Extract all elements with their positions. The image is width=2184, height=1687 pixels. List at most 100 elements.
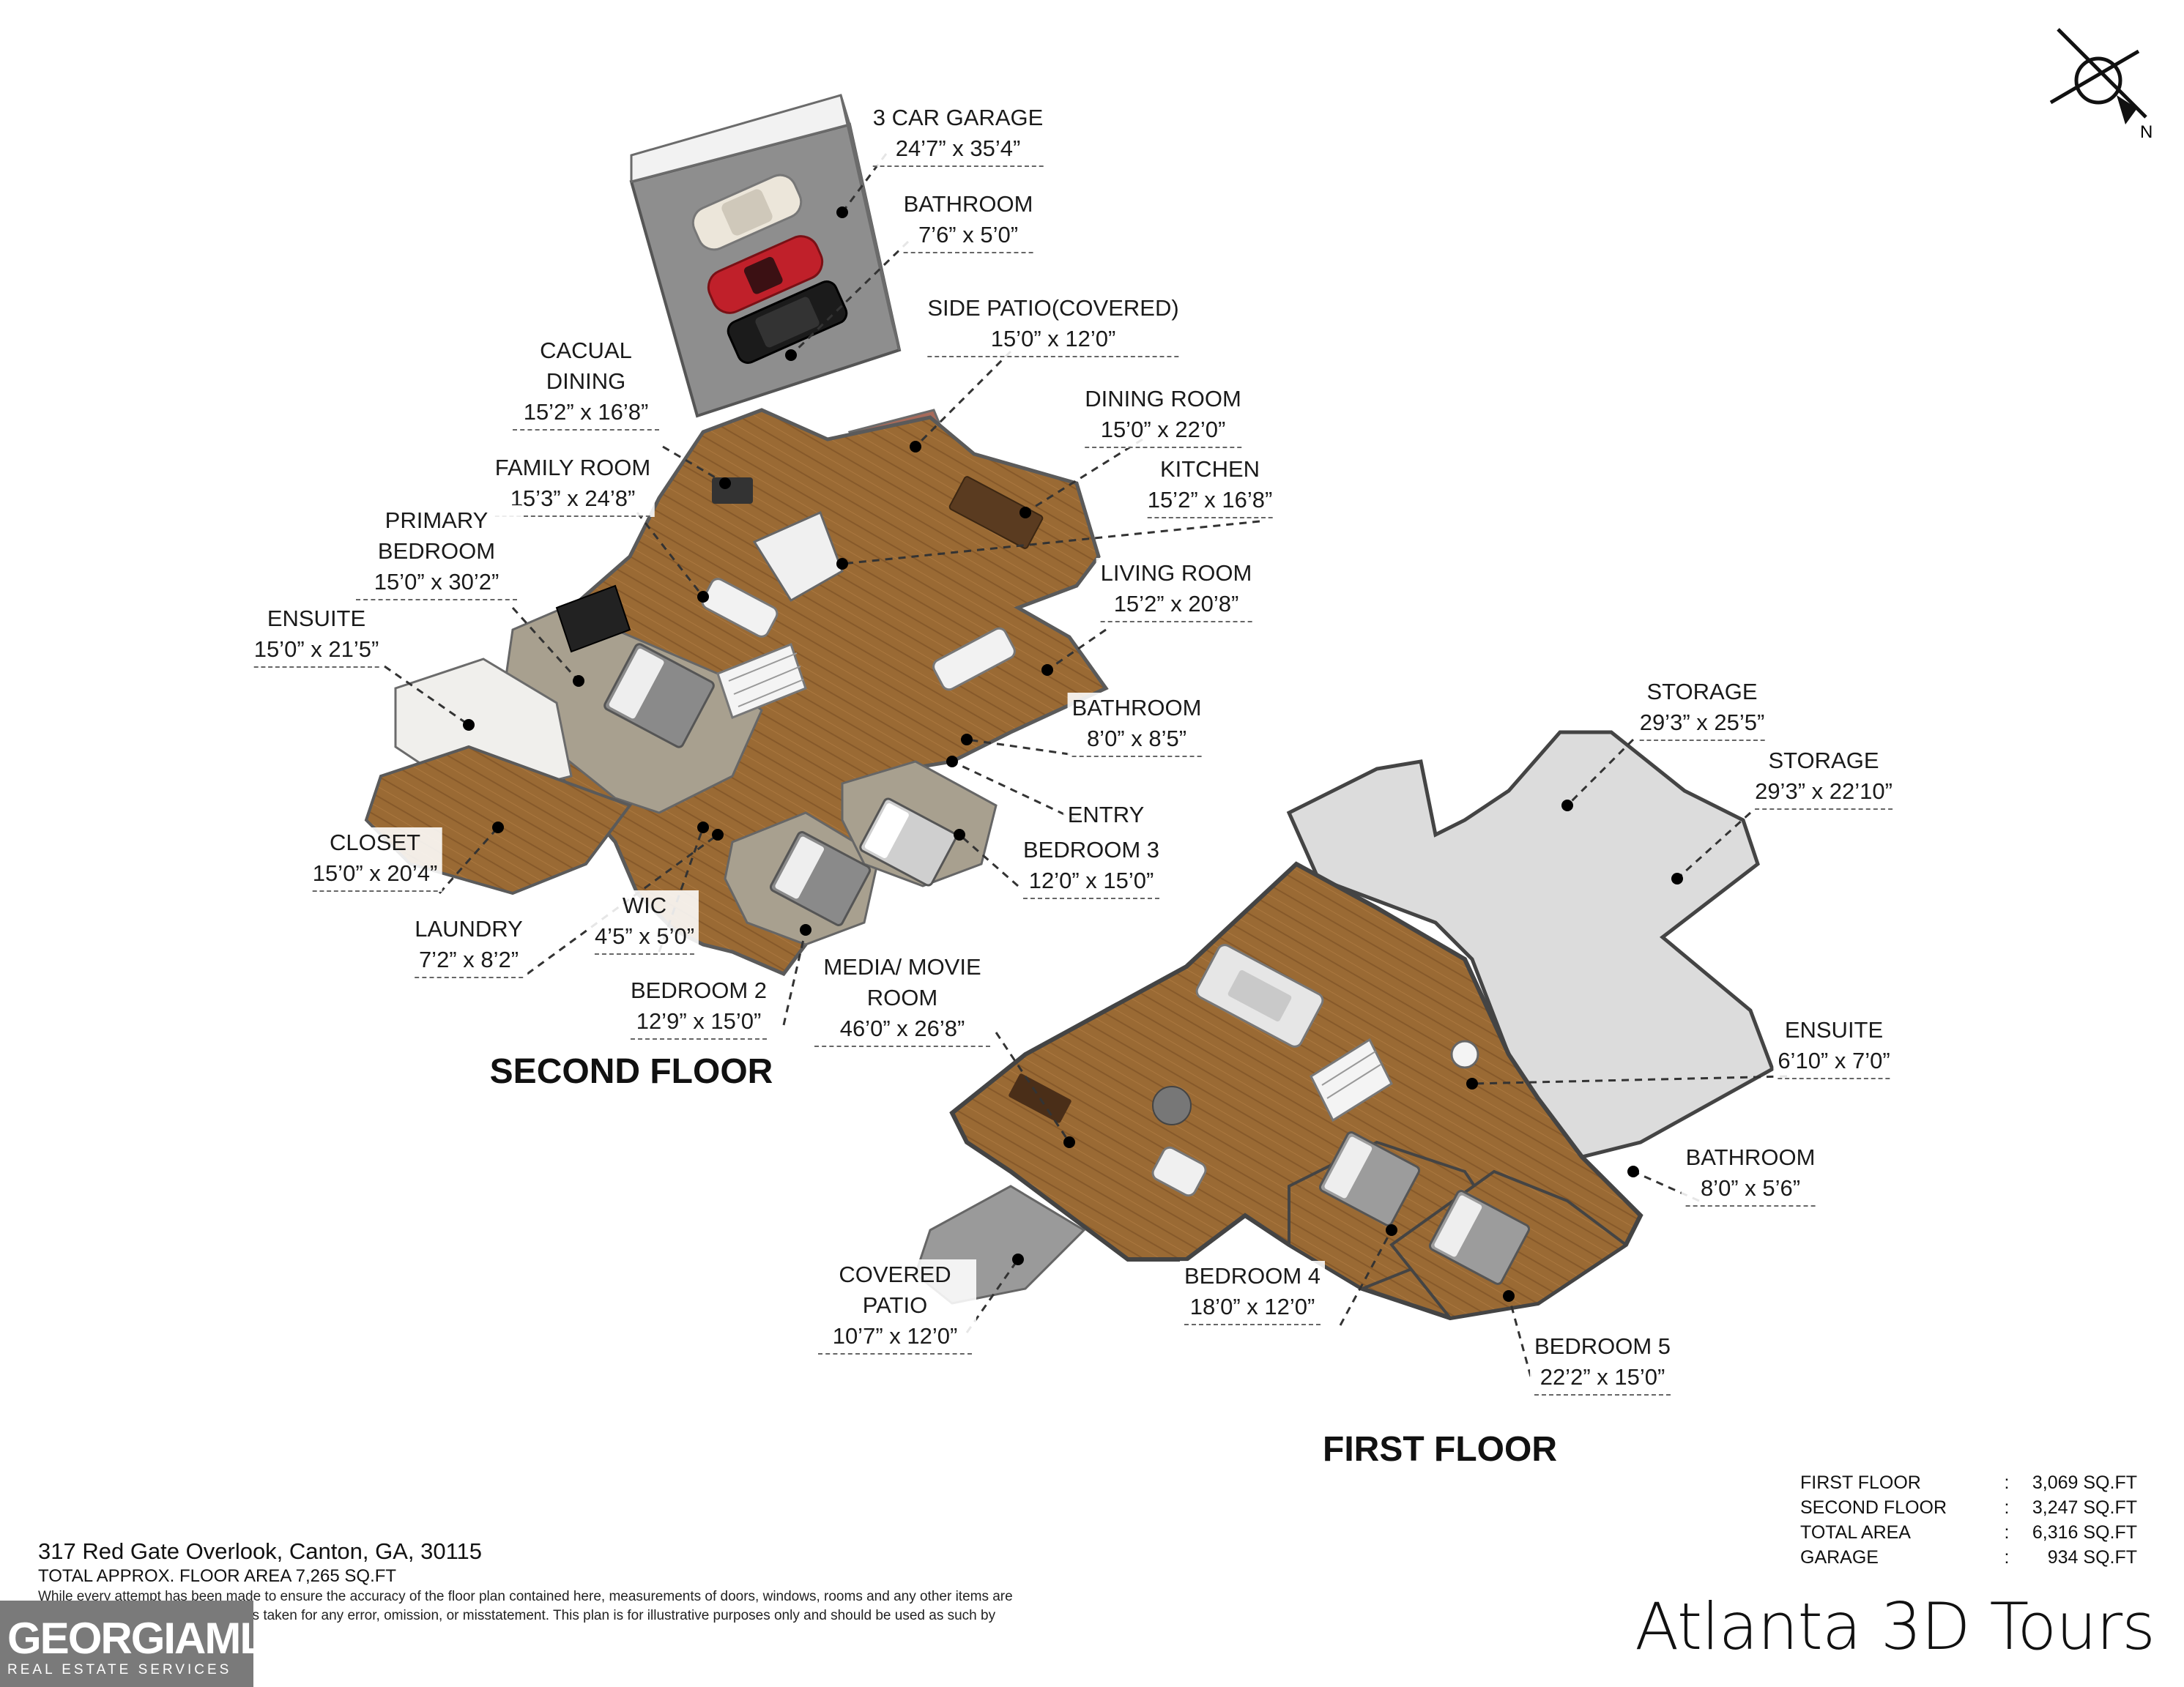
room-dims: 8’0” x 8’5”	[1071, 723, 1202, 757]
room-marker-dot-closet	[492, 822, 504, 833]
living-room-sofa-icon	[932, 627, 1016, 691]
room-name: PRIMARY BEDROOM	[377, 507, 496, 564]
leader-line-ensuite_up	[384, 665, 469, 726]
room-marker-dot-side_patio	[910, 441, 921, 453]
area-summary-row: TOTAL AREA: 6,316 SQ.FT	[1800, 1520, 2137, 1545]
room-dims: 15’2” x 16’8”	[1147, 485, 1273, 518]
leader-line-storage1	[1566, 738, 1635, 807]
room-name: CACUAL DINING	[540, 338, 632, 394]
room-dims: 18’0” x 12’0”	[1184, 1292, 1321, 1325]
room-marker-dot-laundry	[712, 829, 724, 841]
room-marker-dot-garage	[836, 206, 848, 218]
summary-label: GARAGE	[1800, 1547, 1879, 1568]
room-name: MEDIA/ MOVIE ROOM	[823, 954, 981, 1010]
room-name: BATHROOM	[1685, 1144, 1816, 1170]
room-dims: 24’7” x 35’4”	[872, 133, 1044, 167]
leader-line-dining_room	[1025, 438, 1143, 514]
room-marker-dot-covered_patio	[1012, 1254, 1024, 1265]
red-convertible-car-icon	[707, 235, 824, 314]
room-marker-dot-primary_bedroom	[573, 675, 584, 687]
leader-line-closet	[438, 827, 499, 894]
summary-label: FIRST FLOOR	[1800, 1472, 1921, 1493]
room-dims: 22’2” x 15’0”	[1534, 1362, 1671, 1396]
room-label-side-patio: SIDE PATIO(COVERED)15’0” x 12’0”	[923, 293, 1184, 357]
area-summary-table: FIRST FLOOR:3,069 SQ.FT SECOND FLOOR:3,2…	[1800, 1470, 2137, 1570]
stairs-icon	[716, 643, 807, 719]
first-floor-plan	[914, 730, 1775, 1321]
leader-line-side_patio	[914, 350, 1012, 448]
room-marker-dot-family_room	[697, 591, 709, 603]
room-dims: 15’2” x 20’8”	[1100, 589, 1252, 622]
summary-sep: :	[2004, 1522, 2010, 1543]
room-name: BEDROOM 5	[1534, 1333, 1671, 1359]
room-name: LAUNDRY	[415, 916, 523, 942]
room-dims: 7’2” x 8’2”	[415, 945, 523, 978]
white-suv-car-icon	[691, 174, 803, 251]
dining-table-icon	[948, 476, 1044, 549]
casual-dining-table-icon	[712, 477, 753, 504]
room-label-garage: 3 CAR GARAGE 24’7” x 35’4”	[868, 103, 1048, 167]
room-marker-dot-bedroom5	[1503, 1290, 1515, 1302]
room-name: STORAGE	[1646, 679, 1758, 704]
total-floor-area: TOTAL APPROX. FLOOR AREA 7,265 SQ.FT	[38, 1566, 397, 1586]
bedroom4-bed-icon	[1318, 1131, 1421, 1226]
room-name: BEDROOM 3	[1022, 837, 1160, 863]
room-dims: 4’5” x 5’0”	[594, 921, 695, 955]
room-label-living-room: LIVING ROOM 15’2” x 20’8”	[1096, 558, 1257, 622]
leader-line-bath_mid	[966, 738, 1070, 756]
room-dims: 10’7” x 12’0”	[818, 1321, 972, 1355]
room-dims: 12’0” x 15’0”	[1022, 865, 1160, 899]
room-label-entry: ENTRY	[1063, 800, 1149, 830]
kitchen-island	[752, 510, 844, 603]
game-table-icon	[1152, 1086, 1192, 1125]
second-floor-title: SECOND FLOOR	[489, 1052, 773, 1091]
summary-value: 6,316 SQ.FT	[2032, 1522, 2137, 1543]
compass-north-letter: N	[2140, 122, 2153, 139]
room-dims: 15’0” x 12’0”	[927, 324, 1179, 357]
room-dims: 15’0” x 21’5”	[253, 634, 379, 668]
room-name: FAMILY ROOM	[494, 455, 651, 480]
bedroom2-bed-icon	[769, 831, 872, 926]
room-marker-dot-bath_up	[785, 349, 797, 361]
room-name: ENTRY	[1067, 802, 1145, 827]
summary-sep: :	[2004, 1547, 2010, 1568]
room-marker-dot-ensuite_up	[463, 719, 475, 731]
room-dims: 46’0” x 26’8”	[814, 1013, 990, 1047]
room-marker-dot-wic	[697, 822, 709, 833]
summary-label: TOTAL AREA	[1800, 1522, 1911, 1543]
mls-logo-name: GEORGIAMLS	[7, 1614, 294, 1663]
summary-value: 3,247 SQ.FT	[2032, 1497, 2137, 1518]
georgia-mls-logo: GEORGIAMLS REAL ESTATE SERVICES	[0, 1601, 294, 1687]
room-marker-dot-bedroom3	[954, 829, 965, 841]
room-leader-lines	[384, 153, 1788, 1377]
second-floor-plan	[364, 94, 1109, 977]
leader-line-entry	[951, 760, 1077, 822]
leader-line-primary_bedroom	[511, 606, 580, 682]
room-name: 3 CAR GARAGE	[872, 105, 1044, 130]
room-label-bedroom-5: BEDROOM 5 22’2” x 15’0”	[1529, 1331, 1676, 1396]
bedroom5-bed-icon	[1428, 1190, 1531, 1285]
room-dims: 15’2” x 16’8”	[513, 397, 659, 431]
room-name: COVERED PATIO	[839, 1262, 951, 1318]
room-marker-dot-living_room	[1041, 664, 1053, 676]
leader-line-bedroom2	[782, 929, 807, 1026]
room-marker-dot-bath_mid	[961, 734, 973, 745]
sectional-sofa-icon	[1195, 944, 1324, 1048]
summary-sep: :	[2004, 1497, 2010, 1518]
room-dims: 6’10” x 7’0”	[1778, 1046, 1890, 1079]
property-address: 317 Red Gate Overlook, Canton, GA, 30115	[38, 1538, 483, 1564]
mls-logo-subtitle: REAL ESTATE SERVICES	[7, 1662, 232, 1677]
room-name: LIVING ROOM	[1100, 560, 1252, 586]
room-name: BATHROOM	[903, 191, 1033, 217]
summary-label: SECOND FLOOR	[1800, 1497, 1947, 1518]
